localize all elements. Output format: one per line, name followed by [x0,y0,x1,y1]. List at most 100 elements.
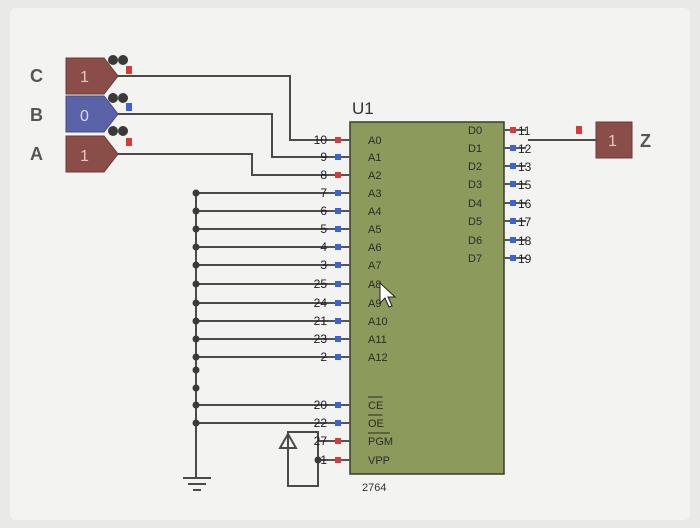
pin-state-11 [510,127,516,133]
power-terminal [278,431,322,487]
pin-number-7: 7 [320,186,327,200]
pin-name-d4: D4 [468,198,482,210]
pin-number-19: 19 [518,252,532,266]
pin-state-27 [335,438,341,444]
pin-name-a7: A7 [368,260,381,272]
probe-value-c: 1 [80,69,89,86]
pin-number-8: 8 [320,168,327,182]
input-label-a: A [30,144,43,164]
pin-state-25 [335,281,341,287]
pin-number-21: 21 [314,314,328,328]
gnd-junction-extra-0 [192,366,200,374]
pin-name-d2: D2 [468,161,482,173]
pin-number-18: 18 [518,234,532,248]
pin-name-a1: A1 [368,152,381,164]
pin-name-d1: D1 [468,143,482,155]
pin-state-17 [510,218,516,224]
gnd-junction-4 [192,243,200,251]
pin-name-a4: A4 [368,206,381,218]
state-led-b [126,103,132,111]
pin-name-d7: D7 [468,253,482,265]
pin-number-12: 12 [518,142,532,156]
input-wires [118,75,330,176]
pin-name-d6: D6 [468,235,482,247]
pin-number-3: 3 [320,258,327,272]
output-probe-z[interactable]: 1 [595,121,633,159]
pin-state-9 [335,154,341,160]
probe-body-c[interactable] [65,57,119,95]
pin-state-3 [335,262,341,268]
pin-name-ce: CE [368,400,383,412]
pin-number-9: 9 [320,150,327,164]
pin-state-7 [335,190,341,196]
input-probe-c[interactable]: 1 [65,57,119,95]
state-led-a [126,138,132,146]
pin-number-24: 24 [314,296,328,310]
pin-name-d5: D5 [468,216,482,228]
pin-number-27: 27 [314,434,328,448]
gnd-junction-22 [192,419,200,427]
probe-body-a[interactable] [65,135,119,173]
input-label-b: B [30,105,43,125]
pin-name-a12: A12 [368,352,388,364]
pin-number-17: 17 [518,215,532,229]
output-probe-body[interactable] [595,121,633,159]
pin-number-5: 5 [320,222,327,236]
probe-value-a: 1 [80,148,89,165]
pin-number-6: 6 [320,204,327,218]
pin-state-6 [335,208,341,214]
pin-number-1: 1 [320,453,327,467]
pin-state-1 [335,457,341,463]
pin-state-5 [335,226,341,232]
pin-state-22 [335,420,341,426]
pin-state-23 [335,336,341,342]
gnd-junction-20 [192,401,200,409]
pin-number-15: 15 [518,178,532,192]
pin-number-25: 25 [314,277,328,291]
gnd-junction-3 [192,261,200,269]
gnd-junction-7 [192,189,200,197]
pin-state-16 [510,200,516,206]
pin-state-18 [510,237,516,243]
probe-value-b: 0 [80,108,89,125]
pin-name-a0: A0 [368,135,381,147]
pin-name-a2: A2 [368,170,381,182]
chip-ref: U1 [352,99,374,118]
pin-number-11: 11 [518,124,531,138]
gnd-junction-5 [192,225,200,233]
pin-number-13: 13 [518,160,532,174]
chip-part-number: 2764 [362,482,386,494]
pin-state-21 [335,318,341,324]
pin-name-d3: D3 [468,179,482,191]
output-label: Z [640,131,651,151]
pin-number-4: 4 [320,240,327,254]
pin-name-a5: A5 [368,224,381,236]
pin-name-vpp: VPP [368,455,390,467]
ground-junctions [192,189,200,427]
output-value: 1 [608,133,617,150]
pin-number-23: 23 [314,332,328,346]
pin-state-2 [335,354,341,360]
pin-state-19 [510,255,516,261]
output-state-led [576,126,582,134]
input-probe-b[interactable]: 0 [65,95,119,133]
pin-name-pgm: PGM [368,436,393,448]
pin-state-15 [510,181,516,187]
pin-number-10: 10 [314,133,328,147]
gnd-junction-2 [192,353,200,361]
pin-number-20: 20 [314,398,328,412]
gnd-junction-23 [192,335,200,343]
pin-name-a10: A10 [368,316,388,328]
input-label-c: C [30,66,43,86]
pin-name-d0: D0 [468,125,482,137]
input-probe-a[interactable]: 1 [65,135,119,173]
pin-state-8 [335,172,341,178]
pin-number-22: 22 [314,416,328,430]
pin-state-4 [335,244,341,250]
probe-body-b[interactable] [65,95,119,133]
mouse-cursor-icon [379,281,397,308]
pin-number-2: 2 [320,350,327,364]
